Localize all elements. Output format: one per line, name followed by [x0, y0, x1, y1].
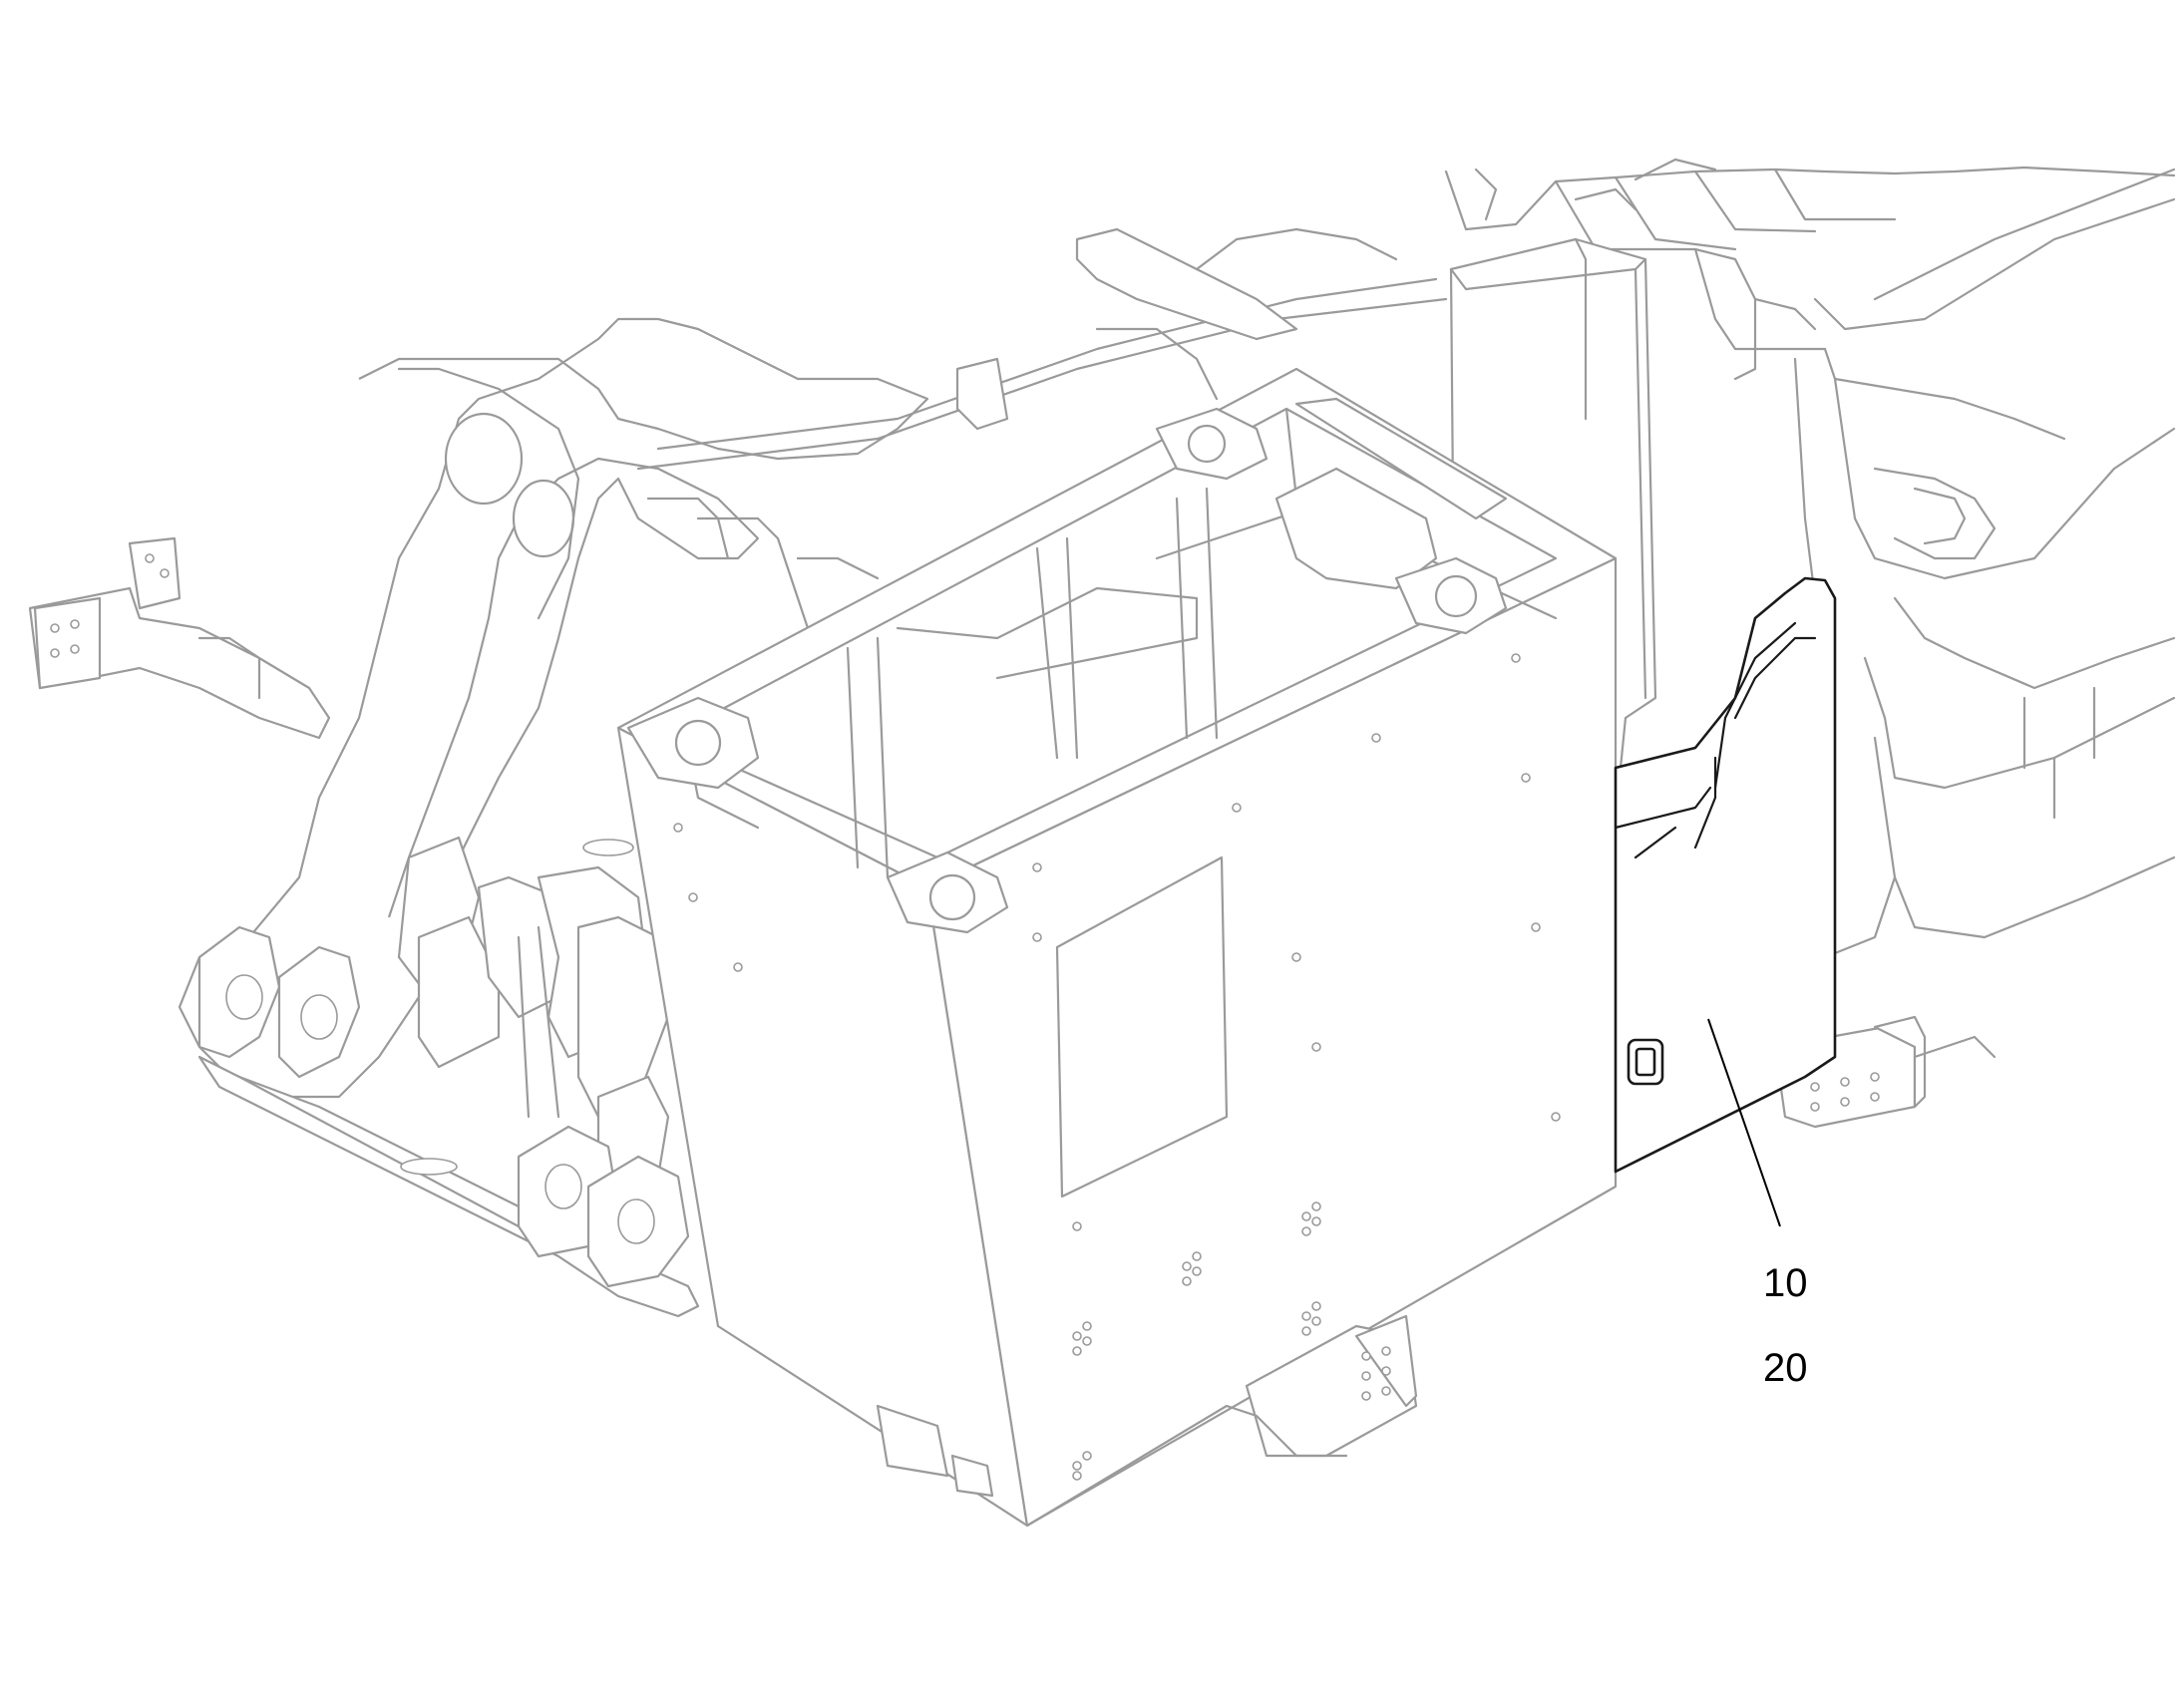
upper-frame-rails — [636, 227, 1448, 660]
highlighted-side-cover-panel — [1614, 576, 1837, 1174]
callout-10: 10 — [1763, 1261, 1808, 1305]
callout-20: 20 — [1763, 1346, 1808, 1390]
main-cabinet — [616, 367, 1618, 1528]
callout-leader-line — [1707, 1018, 1781, 1227]
left-boom-structure — [28, 317, 929, 1318]
